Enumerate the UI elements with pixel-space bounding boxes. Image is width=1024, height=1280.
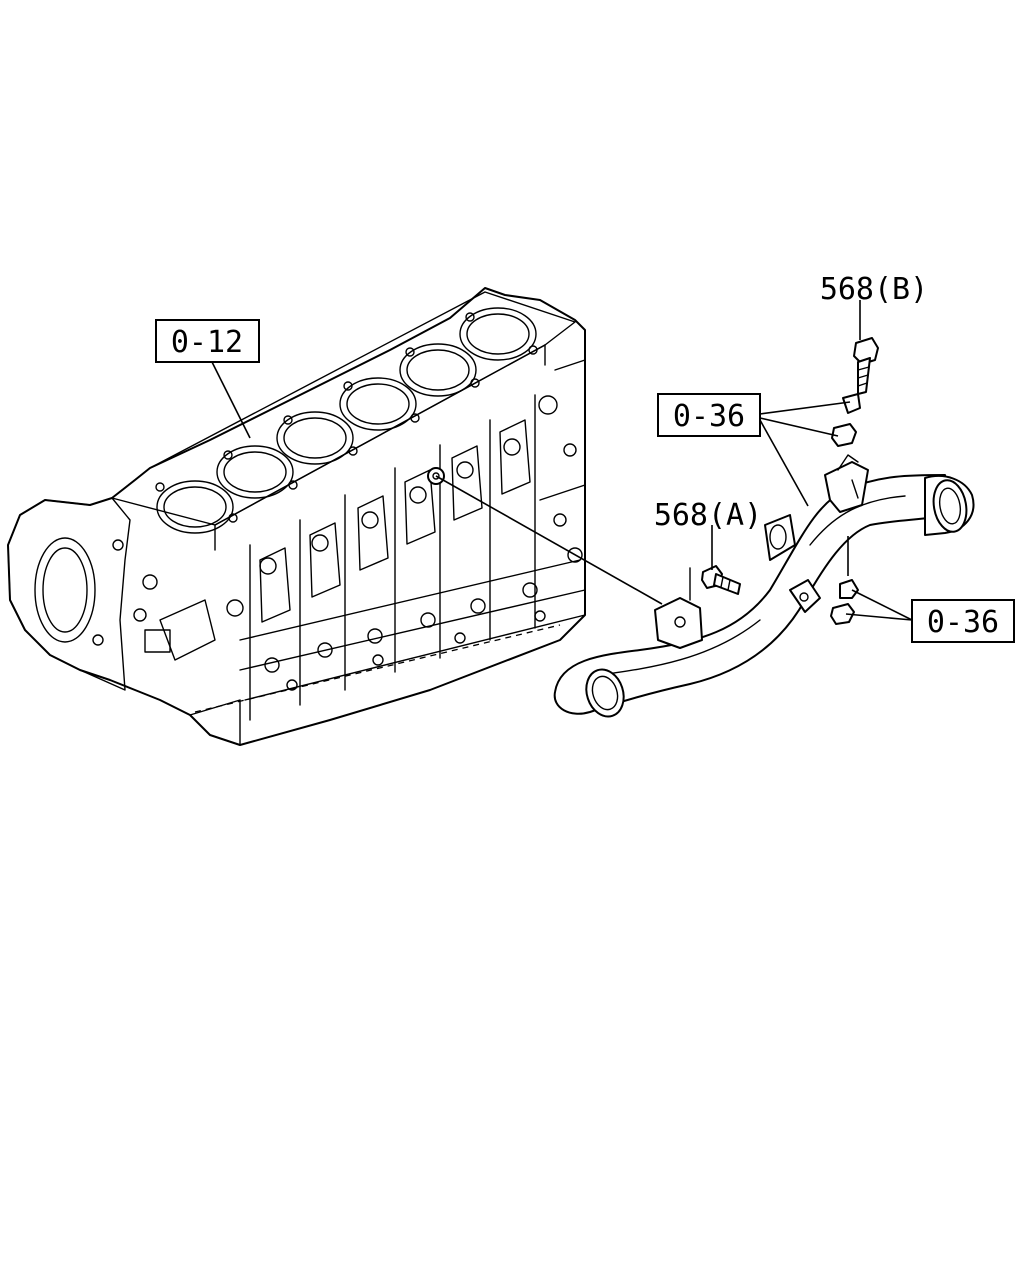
label-568a: 568(A): [654, 498, 762, 533]
side-bosses: [259, 395, 583, 691]
cylinder-bores: [156, 307, 537, 534]
deck-holes: [155, 312, 538, 523]
leader-lines: [211, 300, 913, 621]
cylinder-block: [7, 287, 586, 746]
washer-upper: [842, 393, 861, 414]
label-0-36-lower: 0-36: [911, 599, 1015, 643]
label-0-12: 0-12: [155, 319, 260, 363]
pipe-flange: [654, 597, 703, 649]
nut-upper: [831, 423, 857, 447]
label-0-36-upper: 0-36: [657, 393, 761, 437]
label-0-36-lower-text: 0-36: [927, 605, 999, 640]
bolt-568b: [853, 337, 879, 395]
water-pipe: [553, 454, 975, 718]
nut-lower: [830, 579, 859, 625]
label-568b: 568(B): [820, 272, 928, 307]
bolt-568a: [701, 565, 741, 595]
label-0-12-text: 0-12: [171, 325, 243, 360]
pipe-bracket-upper: [824, 461, 869, 513]
label-0-36-upper-text: 0-36: [673, 399, 745, 434]
